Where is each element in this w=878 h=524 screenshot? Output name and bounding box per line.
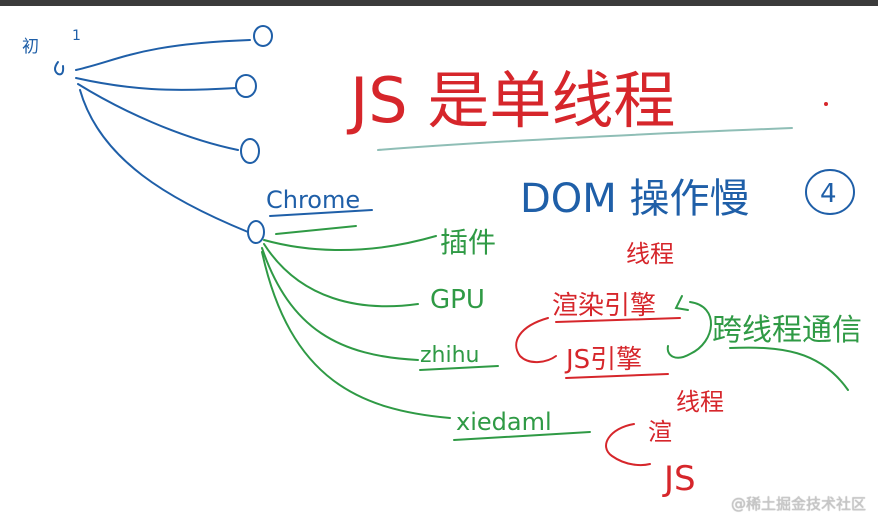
dom-note-number: 4: [820, 179, 837, 209]
branch-zhihu: [261, 247, 419, 361]
process-number: 1: [72, 28, 81, 44]
zhihu-label: zhihu: [420, 343, 480, 368]
js-engine-underline: [565, 373, 669, 379]
branch-1: [75, 39, 251, 71]
branch-gpu: [263, 243, 419, 308]
cross-thread-arrow: [666, 295, 849, 391]
chrome-subtree: [261, 225, 591, 441]
title-text: JS 是单线程: [346, 64, 675, 137]
arrow-head-top: [674, 295, 689, 311]
thread-label-2: 线程: [676, 388, 724, 416]
thread-label-1: 线程: [626, 240, 674, 268]
chrome-node: [247, 220, 265, 244]
dom-note-circle: [805, 169, 855, 215]
process-note: 初: [22, 37, 39, 57]
branch-2: [75, 77, 237, 91]
js-short-label: JS: [662, 459, 696, 499]
zhihu-underline: [419, 365, 499, 371]
gpu-label: GPU: [430, 285, 485, 315]
render-engine-underline: [555, 317, 681, 323]
chrome-label: Chrome: [266, 186, 360, 214]
cross-thread-label: 跨线程通信: [712, 313, 862, 348]
leaf-node-2: [235, 74, 257, 98]
root-node: [54, 61, 65, 76]
xiedaml-underline: [453, 431, 591, 441]
render-short-label: 渲: [648, 418, 672, 446]
js-engine-label: JS引擎: [564, 345, 642, 375]
xiedaml-thread-bracket: [605, 423, 651, 466]
branch-chrome: [79, 89, 249, 233]
xiedaml-label: xiedaml: [456, 408, 552, 436]
title-period: [824, 102, 828, 106]
process-tree: [54, 25, 273, 244]
plugin-label: 插件: [440, 226, 496, 259]
chrome-underline: [269, 209, 373, 217]
zhihu-thread-bracket: [515, 317, 681, 379]
window-top-bar: [0, 0, 878, 6]
watermark: @稀土掘金技术社区: [730, 495, 866, 513]
cross-thread-underline: [729, 346, 849, 391]
branch-xiedaml: [261, 251, 451, 419]
leaf-node-1: [253, 25, 273, 47]
title-underline: [377, 127, 793, 151]
leaf-node-3: [240, 138, 260, 164]
branch-3: [77, 83, 239, 151]
render-engine-label: 渲染引擎: [552, 291, 656, 321]
dom-note: DOM 操作慢: [520, 176, 750, 222]
branch-plugin: [263, 235, 437, 251]
green-top-stroke: [275, 225, 357, 235]
